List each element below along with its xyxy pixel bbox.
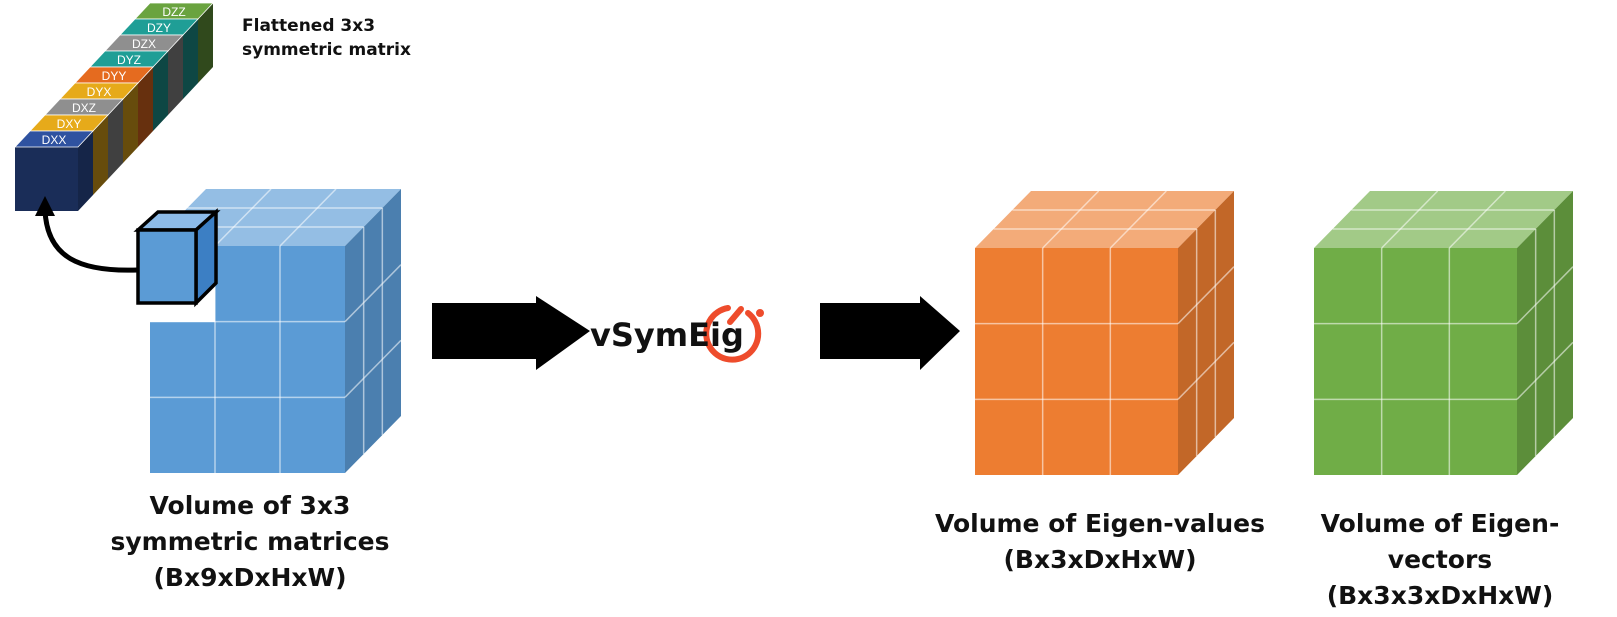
arrow-to-operation-icon — [432, 296, 590, 370]
entry-label: DYZ — [117, 53, 141, 67]
eigenvalues-caption-line2: (Bx3xDxHxW) — [1003, 545, 1197, 574]
entry-label: DZZ — [162, 5, 185, 19]
eigenvectors-caption: Volume of Eigen-vectors (Bx3x3xDxHxW) — [1270, 506, 1610, 614]
flattened-matrix-title-line1: Flattened 3x3 — [242, 16, 376, 36]
input-caption-line1: Volume of 3x3 — [149, 491, 351, 520]
cube-grid-line — [1177, 341, 1235, 400]
entry-side-face — [93, 115, 108, 195]
entry-label: DXX — [42, 133, 67, 147]
input-caption-line3: (Bx9xDxHxW) — [153, 563, 347, 592]
entry-label: DZX — [132, 37, 156, 51]
entry-label: DYY — [102, 69, 127, 83]
input-caption-line2: symmetric matrices — [110, 527, 390, 556]
cube-grid-line — [344, 339, 402, 398]
entry-label: DXY — [57, 117, 82, 131]
flattened-matrix-label: Flattened 3x3 symmetric matrix — [242, 14, 462, 62]
cube-grid-line — [1381, 190, 1439, 249]
extraction-arrowhead-icon — [35, 196, 55, 216]
cube-grid-line — [1516, 341, 1574, 400]
cube-top-face — [975, 191, 1234, 248]
cube-grid-line — [1448, 190, 1506, 249]
entry-top-face — [14, 130, 94, 148]
flattened-matrix-stack: DZZ DZY DZX DYZ DYY DYX DXZ DXY DXX — [14, 2, 214, 211]
input-volume-cube — [149, 188, 402, 473]
cube-grid-line — [214, 188, 272, 247]
operation-name: vSymEig — [590, 316, 744, 354]
entry-label: DXZ — [72, 101, 96, 115]
eigenvectors-volume-cube — [1314, 190, 1574, 475]
cube-top-face — [1314, 191, 1573, 248]
cube-grid-line — [1109, 190, 1167, 249]
eigenvectors-caption-line2: (Bx3x3xDxHxW) — [1326, 581, 1554, 610]
entry-side-face — [198, 3, 213, 83]
eigenvalues-volume-cube — [975, 190, 1235, 475]
entry-side-face — [123, 83, 138, 163]
arrow-to-outputs-icon — [820, 296, 960, 370]
cube-grid-line — [344, 264, 402, 323]
cube-front-face — [1314, 248, 1517, 475]
cube-front-face — [975, 248, 1178, 475]
entry-side-face — [108, 99, 123, 179]
cube-grid-line — [1177, 266, 1235, 325]
flattened-matrix-title-line2: symmetric matrix — [242, 40, 411, 60]
eigenvectors-caption-line1: Volume of Eigen-vectors — [1320, 509, 1560, 574]
eigenvalues-caption: Volume of Eigen-values (Bx3xDxHxW) — [930, 506, 1270, 578]
matrix-entry-dxx: DXX — [14, 130, 94, 211]
cube-grid-line — [1516, 266, 1574, 325]
extraction-arrow — [42, 209, 139, 273]
entry-side-face — [153, 51, 168, 131]
input-volume-caption: Volume of 3x3 symmetric matrices (Bx9xDx… — [80, 488, 420, 596]
entry-side-face — [78, 131, 93, 211]
cube-side-face — [1178, 191, 1234, 475]
pytorch-logo-icon — [703, 305, 764, 363]
eigenvalues-caption-line1: Volume of Eigen-values — [934, 509, 1266, 538]
cube-grid-line — [279, 188, 337, 247]
cube-grid-line — [1042, 190, 1100, 249]
entry-side-face — [168, 35, 183, 115]
entry-side-face — [138, 67, 153, 147]
cube-side-face — [345, 189, 401, 473]
entry-side-face — [183, 19, 198, 99]
extracted-voxel — [35, 196, 221, 308]
cube-side-face — [1517, 191, 1573, 475]
entry-label: DZY — [147, 21, 171, 35]
entry-label: DYX — [87, 85, 112, 99]
